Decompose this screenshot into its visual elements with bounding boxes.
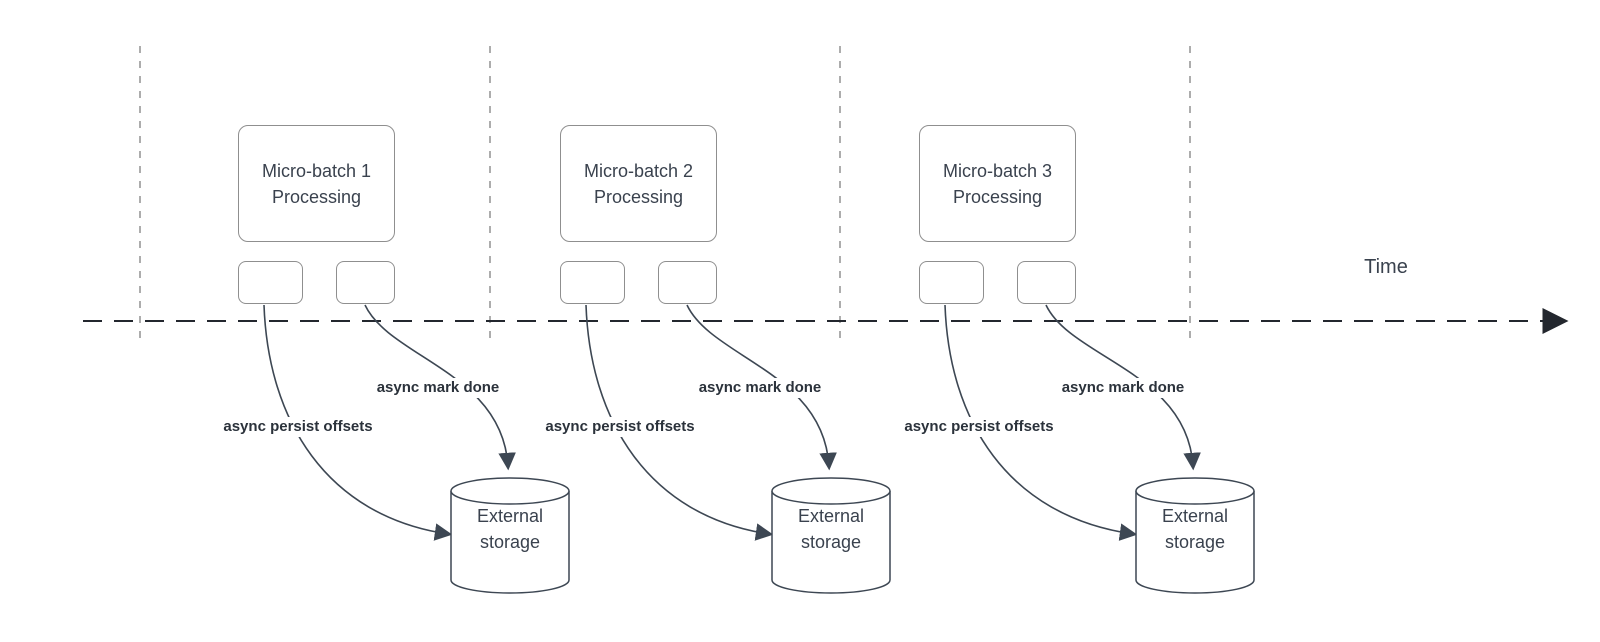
- async-mark-done-arrow: [364, 304, 516, 471]
- async-mark-done-label: async mark done: [358, 378, 518, 398]
- async-mark-done-arrow: [686, 304, 837, 471]
- microbatch-box-label: Micro-batch 2 Processing: [584, 158, 693, 210]
- async-persist-offsets-label: async persist offsets: [520, 417, 720, 437]
- storage-cylinder-top: [450, 477, 570, 505]
- microbatch-box: Micro-batch 2 Processing: [560, 125, 717, 242]
- microbatch-box-line2: Processing: [593, 186, 684, 207]
- storage-cylinder-top: [1135, 477, 1255, 505]
- storage-line1: External: [1161, 506, 1229, 526]
- storage-cylinder-body: [450, 491, 570, 594]
- storage-line2: storage: [479, 532, 541, 552]
- storage-line1: External: [476, 506, 544, 526]
- async-persist-offsets-label: async persist offsets: [198, 417, 398, 437]
- storage-line2: storage: [800, 532, 862, 552]
- done-task-chip: [1017, 261, 1076, 304]
- storage-cylinder-body: [771, 491, 891, 594]
- done-task-chip: [336, 261, 395, 304]
- storage-line2: storage: [1164, 532, 1226, 552]
- async-mark-done-label: async mark done: [1043, 378, 1203, 398]
- microbatch-box-line2: Processing: [952, 186, 1043, 207]
- async-persist-offsets-arrow: [944, 304, 1138, 541]
- async-persist-offsets-arrow: [263, 304, 453, 541]
- microbatch-box-line2: Processing: [271, 186, 362, 207]
- async-persist-offsets-label: async persist offsets: [879, 417, 1079, 437]
- async-persist-offsets-arrow: [585, 304, 774, 541]
- microbatch-box-label: Micro-batch 1 Processing: [262, 158, 371, 210]
- microbatch-box-line1: Micro-batch 1: [261, 160, 372, 181]
- external-storage-label: External storage: [772, 503, 890, 555]
- offset-task-chip: [560, 261, 625, 304]
- microbatch-box: Micro-batch 3 Processing: [919, 125, 1076, 242]
- offset-task-chip: [919, 261, 984, 304]
- offset-task-chip: [238, 261, 303, 304]
- storage-cylinder-body: [1135, 491, 1255, 594]
- external-storage-label: External storage: [1136, 503, 1254, 555]
- async-mark-done-label: async mark done: [680, 378, 840, 398]
- done-task-chip: [658, 261, 717, 304]
- external-storage-label: External storage: [451, 503, 569, 555]
- microbatch-box: Micro-batch 1 Processing: [238, 125, 395, 242]
- microbatch-box-label: Micro-batch 3 Processing: [943, 158, 1052, 210]
- time-axis-label: Time: [1364, 256, 1408, 278]
- microbatch-box-line1: Micro-batch 3: [942, 160, 1053, 181]
- microbatch-box-line1: Micro-batch 2: [583, 160, 694, 181]
- storage-cylinder-top: [771, 477, 891, 505]
- storage-line1: External: [797, 506, 865, 526]
- async-mark-done-arrow: [1045, 304, 1201, 471]
